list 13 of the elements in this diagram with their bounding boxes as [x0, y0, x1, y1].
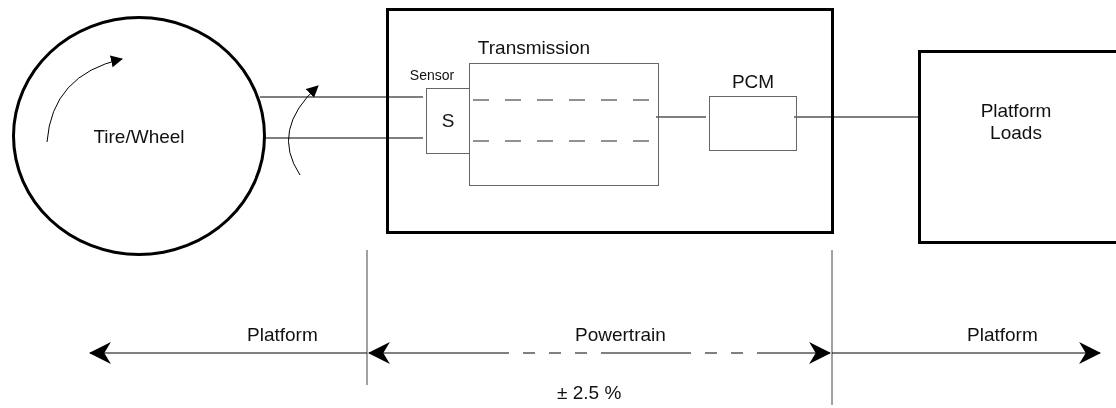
- node-label: Transmission: [476, 37, 592, 59]
- connector-line: [655, 116, 707, 118]
- node-label: Platform Loads: [979, 100, 1053, 144]
- component-box: [386, 8, 834, 234]
- connector-line: [793, 116, 919, 118]
- node-label: PCM: [730, 71, 776, 93]
- connector-line: [265, 137, 424, 139]
- wheel-circle: [12, 16, 266, 256]
- sensor-label: Sensor: [408, 66, 456, 84]
- node-label: Tire/Wheel: [92, 126, 186, 148]
- connector-line: [259, 96, 424, 98]
- node-label: S: [440, 110, 456, 132]
- component-box: [918, 50, 1116, 244]
